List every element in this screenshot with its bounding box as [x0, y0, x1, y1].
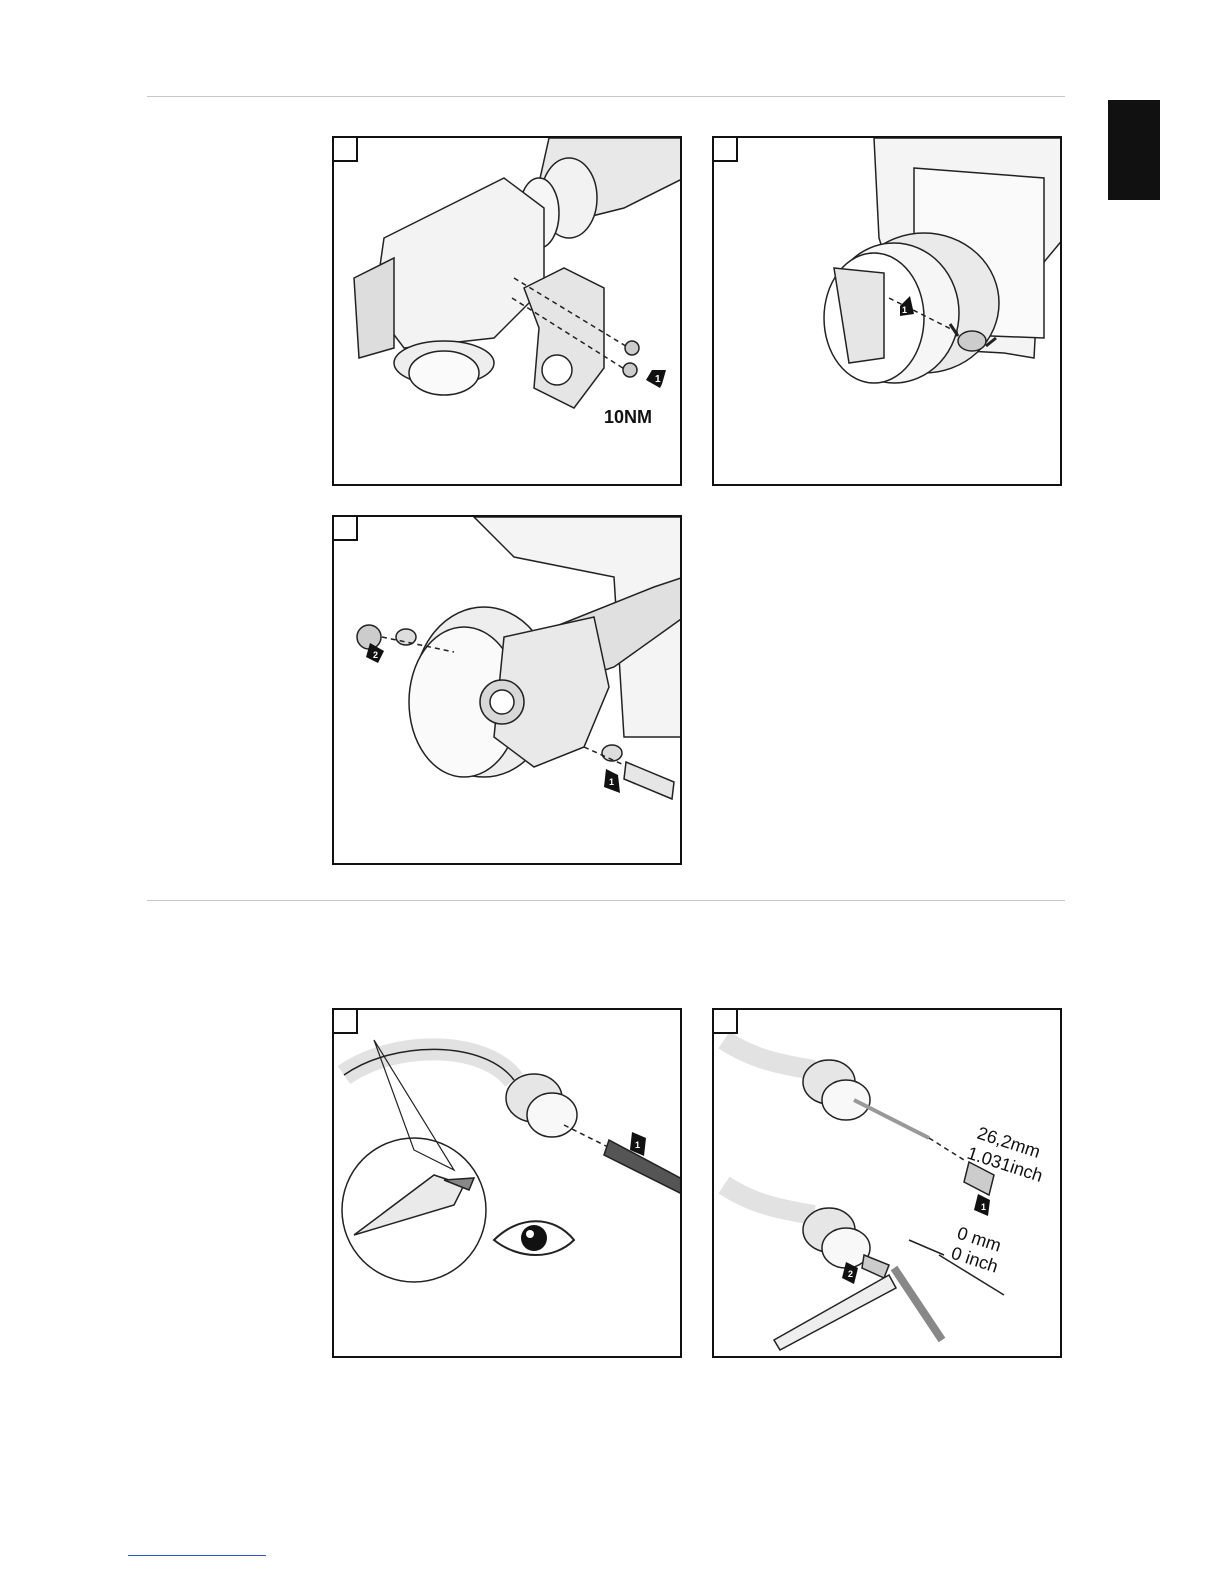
step-checkbox — [334, 138, 358, 162]
svg-text:1: 1 — [655, 374, 661, 385]
step-checkbox — [714, 138, 738, 162]
liner-insertion-illustration: 1 — [334, 1010, 682, 1358]
svg-text:2: 2 — [848, 1269, 853, 1279]
top-divider — [147, 96, 1065, 97]
liner-measurement-illustration: 1 2 26,2mm 1.031inch 0 mm 0 inch — [714, 1010, 1062, 1358]
svg-text:2: 2 — [373, 650, 378, 660]
arrow-1-icon: 1 — [646, 370, 666, 388]
svg-text:1: 1 — [981, 1202, 986, 1212]
step-checkbox — [714, 1010, 738, 1034]
figure-panel-torch-assembly: 2 1 — [332, 515, 682, 865]
figure-panel-wing-nut: 1 — [712, 136, 1062, 486]
figure-panel-mount-bracket: 1 10NM — [332, 136, 682, 486]
svg-text:1: 1 — [609, 777, 614, 787]
step-checkbox — [334, 517, 358, 541]
middle-divider — [147, 900, 1065, 901]
arrow-1-icon: 1 — [604, 769, 620, 793]
bracket-illustration: 1 10NM — [334, 138, 682, 486]
footer-link-underline — [128, 1555, 266, 1556]
eye-icon — [494, 1221, 574, 1255]
figure-panel-liner-insertion: 1 — [332, 1008, 682, 1358]
wing-nut-illustration: 1 — [714, 138, 1062, 486]
step-checkbox — [334, 1010, 358, 1034]
svg-text:1: 1 — [635, 1140, 640, 1150]
torch-assembly-illustration: 2 1 — [334, 517, 682, 865]
arrow-1-icon: 1 — [974, 1194, 990, 1216]
torque-label: 10NM — [604, 407, 652, 427]
section-tab — [1108, 100, 1160, 200]
figure-panel-liner-measurement: 1 2 26,2mm 1.031inch 0 mm 0 inch — [712, 1008, 1062, 1358]
svg-text:1: 1 — [902, 305, 907, 315]
